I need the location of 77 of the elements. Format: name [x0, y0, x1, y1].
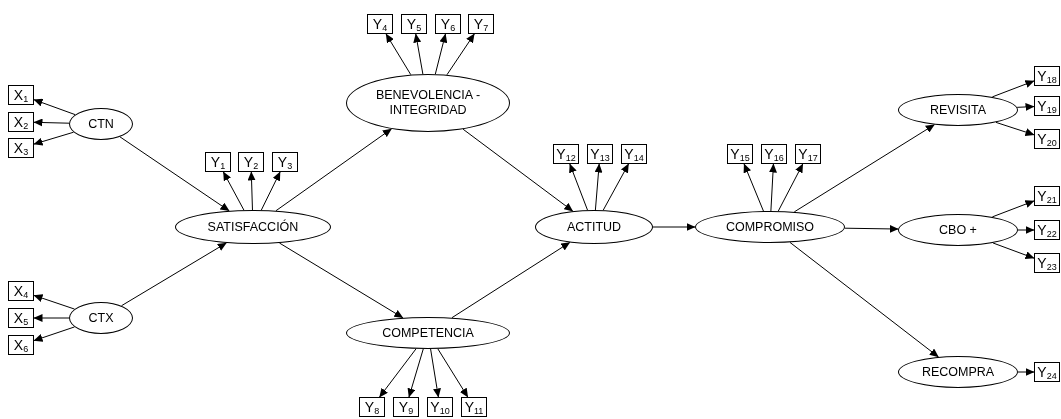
arrow: [844, 224, 899, 233]
arrow: [991, 80, 1035, 98]
latent-variable-ellipse: CTN: [69, 108, 133, 140]
arrow: [33, 294, 75, 310]
indicator-box: Y$_{6}$: [435, 14, 461, 34]
indicator-box: Y$_{17}$: [795, 144, 821, 164]
indicator-box: Y$_{11}$: [461, 397, 487, 417]
latent-variable-ellipse: BENEVOLENCIA -INTEGRIDAD: [346, 74, 510, 132]
arrow: [407, 348, 424, 398]
arrow: [743, 163, 764, 212]
indicator-box: Y$_{5}$: [401, 14, 427, 34]
indicator-box: X$_{3}$: [8, 138, 34, 158]
arrow: [992, 242, 1035, 259]
arrow: [119, 136, 230, 212]
indicator-box: Y$_{9}$: [393, 397, 419, 417]
arrow: [1017, 368, 1035, 376]
indicator-box: X$_{6}$: [8, 335, 34, 355]
arrow: [652, 223, 696, 231]
indicator-box: Y$_{16}$: [761, 144, 787, 164]
latent-variable-ellipse: ACTITUD: [535, 210, 653, 244]
indicator-box: Y$_{8}$: [359, 397, 385, 417]
indicator-box: Y$_{21}$: [1034, 186, 1060, 206]
arrow: [222, 171, 245, 211]
indicator-box: Y$_{24}$: [1034, 362, 1060, 382]
latent-variable-ellipse: COMPROMISO: [695, 211, 845, 243]
arrow: [33, 118, 70, 127]
indicator-box: X$_{1}$: [8, 85, 34, 105]
indicator-box: Y$_{3}$: [272, 152, 298, 172]
latent-variable-ellipse: COMPETENCIA: [346, 317, 510, 349]
latent-variable-ellipse: SATISFACCIÓN: [175, 210, 331, 244]
arrow: [995, 121, 1035, 136]
arrow: [1017, 226, 1035, 234]
arrow: [260, 171, 281, 211]
indicator-box: Y$_{14}$: [621, 144, 647, 164]
arrow: [385, 33, 412, 76]
indicator-box: Y$_{7}$: [468, 14, 494, 34]
arrow: [33, 314, 70, 322]
arrow: [379, 348, 417, 398]
indicator-box: X$_{2}$: [8, 112, 34, 132]
arrow: [247, 171, 256, 211]
arrow: [789, 241, 939, 358]
arrow: [437, 348, 469, 398]
indicator-box: Y$_{15}$: [727, 144, 753, 164]
indicator-box: Y$_{2}$: [238, 152, 264, 172]
arrow: [33, 98, 76, 116]
indicator-box: Y$_{18}$: [1034, 66, 1060, 86]
indicator-box: X$_{4}$: [8, 281, 34, 301]
arrow: [275, 128, 392, 212]
arrow: [991, 200, 1035, 218]
arrow: [602, 163, 629, 211]
arrow: [594, 163, 603, 211]
latent-variable-ellipse: RECOMPRA: [898, 356, 1018, 388]
latent-variable-ellipse: REVISITA: [898, 94, 1018, 126]
indicator-box: X$_{5}$: [8, 308, 34, 328]
arrow: [569, 163, 588, 211]
arrow: [121, 242, 227, 307]
indicator-box: Y$_{23}$: [1034, 253, 1060, 273]
arrow: [462, 128, 574, 212]
arrow: [446, 33, 475, 76]
arrow: [451, 242, 571, 319]
arrow: [434, 33, 448, 75]
indicator-box: Y$_{19}$: [1034, 96, 1060, 116]
arrow: [33, 326, 75, 342]
arrow: [777, 163, 804, 212]
indicator-box: Y$_{12}$: [553, 144, 579, 164]
indicator-box: Y$_{1}$: [205, 152, 231, 172]
indicator-box: Y$_{10}$: [427, 397, 453, 417]
latent-variable-ellipse: CTX: [69, 302, 133, 334]
arrow: [1016, 102, 1035, 111]
indicator-box: Y$_{20}$: [1034, 129, 1060, 149]
arrow: [769, 163, 777, 212]
indicator-box: Y$_{13}$: [587, 144, 613, 164]
latent-variable-ellipse: CBO +: [898, 214, 1018, 246]
arrow: [430, 348, 441, 398]
indicator-box: Y$_{22}$: [1034, 220, 1060, 240]
arrow: [413, 33, 424, 75]
indicator-box: Y$_{4}$: [367, 14, 393, 34]
